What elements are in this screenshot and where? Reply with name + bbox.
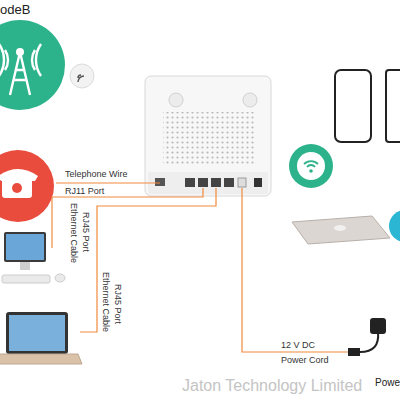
node-title: Powe <box>375 377 400 388</box>
watermark: Jaton Technology Limited <box>182 377 362 395</box>
device-circle <box>389 210 400 242</box>
laptop-computer <box>0 312 82 364</box>
router <box>145 76 271 196</box>
notebook <box>292 216 390 244</box>
power-label: 12 V DC <box>281 340 315 351</box>
smartphones <box>335 70 400 142</box>
cable-label: Ethernet Cable <box>68 203 79 263</box>
port-label: RJ11 Port <box>65 186 104 197</box>
cable-label: Ethernet Cable <box>100 272 111 332</box>
desktop-computer <box>2 232 65 283</box>
wifi-icon <box>289 144 333 188</box>
port-label: RJ45 Port <box>80 212 91 252</box>
enodeb-node: odeB <box>0 0 70 112</box>
node-title: odeB <box>0 2 30 17</box>
power-label: Power Cord <box>281 355 329 366</box>
power-adapter <box>348 318 386 356</box>
port-label: RJ45 Port <box>112 284 123 324</box>
signal-icon <box>70 64 94 88</box>
cable-label: Telephone Wire <box>65 169 128 180</box>
telephone-icon <box>0 150 54 222</box>
cables <box>52 183 348 352</box>
